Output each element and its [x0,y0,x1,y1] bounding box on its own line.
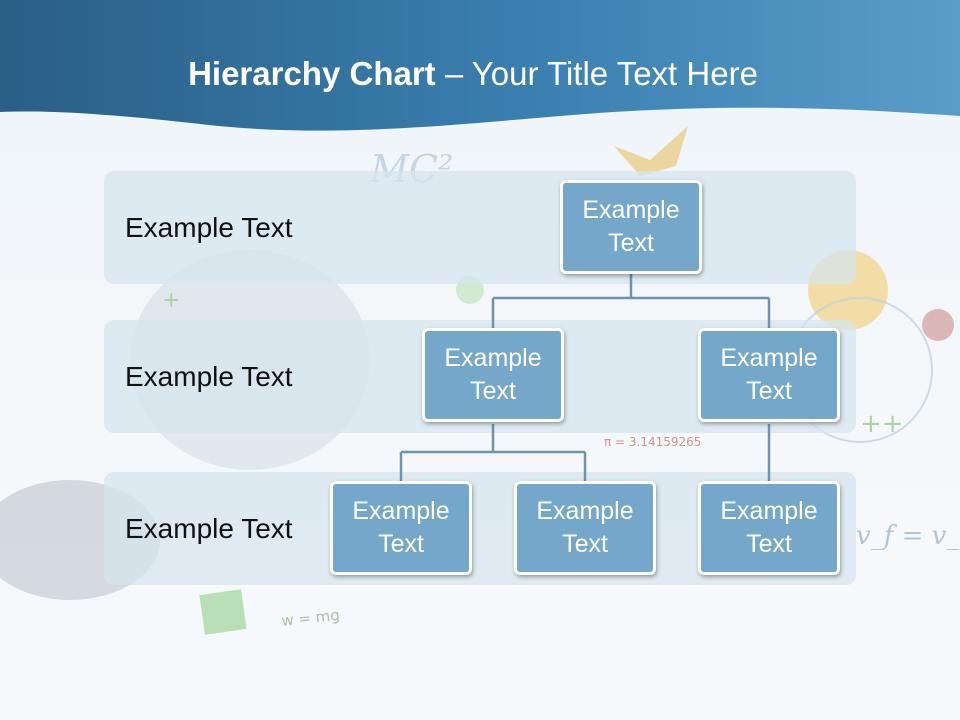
node-root-label: Example Text [582,196,680,257]
node-left-child-2[interactable]: Example Text [514,481,656,575]
header-wave [0,0,960,131]
slide-title: Hierarchy Chart – Your Title Text Here [0,52,946,96]
node-left-child-1[interactable]: Example Text [330,481,472,575]
level-label-3: Example Text [125,513,293,544]
plus-signs-icon: ++ [860,409,904,439]
node-left[interactable]: Example Text [422,328,564,422]
level-band-1: Example Text [104,171,856,284]
pi-text: π = 3.14159265 [604,435,701,449]
node-left-child-1-label: Example Text [352,497,450,558]
node-right-child-label: Example Text [720,497,818,558]
velocity-formula-text: v_f = v_i + a [856,521,960,551]
molecule-icon [922,309,954,341]
node-right[interactable]: Example Text [698,328,840,422]
butterfly-icon [614,126,688,176]
connector-root [491,274,771,329]
plus-sign-icon: + [162,288,180,313]
node-left-child-2-label: Example Text [536,497,634,558]
node-right-label: Example Text [720,344,818,405]
node-right-child[interactable]: Example Text [698,481,840,575]
node-left-label: Example Text [444,344,542,405]
node-root[interactable]: Example Text [560,180,702,274]
level-label-1: Example Text [125,212,293,243]
green-cube-icon [199,589,247,635]
title-rest: – Your Title Text Here [435,55,758,92]
level-label-2: Example Text [125,361,293,392]
title-bold: Hierarchy Chart [188,55,436,92]
connector-left [399,424,587,481]
